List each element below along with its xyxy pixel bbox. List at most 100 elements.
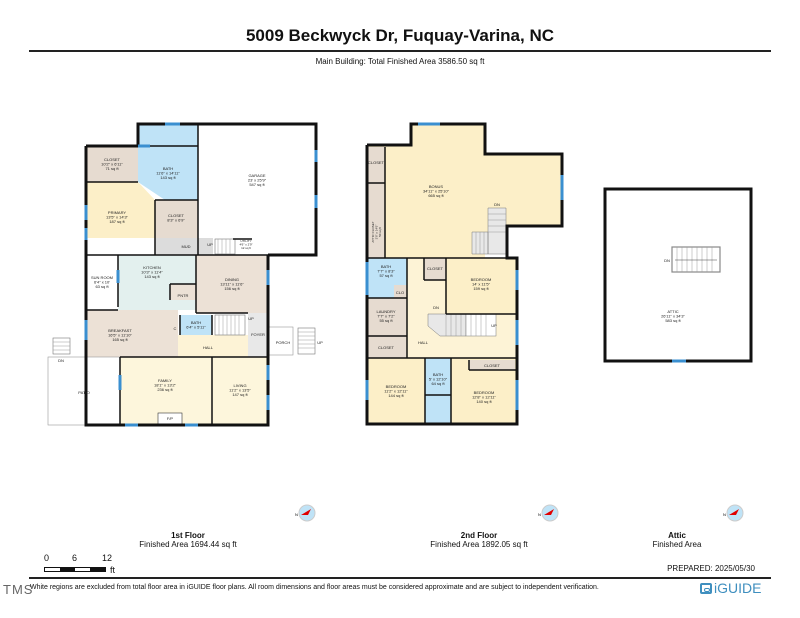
scale-tick: 0	[44, 553, 50, 563]
label-foyer: FOYER	[251, 332, 265, 337]
label-closet-b: CLOSET	[427, 266, 444, 271]
svg-text:N: N	[295, 512, 298, 517]
scale-tick: 12	[102, 553, 113, 563]
prepared-date: PREPARED: 2025/05/30	[667, 564, 755, 573]
room-dining	[196, 255, 268, 313]
floor-name: Attic	[668, 531, 686, 540]
floor-label-1st: 1st Floor Finished Area 1694.44 sq ft	[88, 531, 288, 549]
room-garage	[198, 124, 316, 255]
label-hall-2: HALL	[418, 340, 429, 345]
stair-label: DN	[58, 358, 64, 363]
room-bath-4	[425, 358, 451, 424]
stair-label: UP	[491, 323, 497, 328]
floor-name: 2nd Floor	[460, 531, 498, 540]
room-closet-b	[424, 258, 446, 280]
room-foyer	[248, 313, 268, 357]
floor-area: Finished Area 1892.05 sq ft	[430, 540, 528, 549]
svg-text:N: N	[723, 512, 726, 517]
watermark: TMS	[3, 582, 34, 597]
label-clo: CLO	[396, 290, 404, 295]
room-hall	[178, 335, 268, 357]
label-attic-closet: ATTIC CLOSET3'6" x 14'6"50 sq ft	[371, 221, 382, 242]
total-area-subtitle: Main Building: Total Finished Area 3586.…	[315, 57, 485, 66]
brand-name: iGUIDE	[714, 580, 762, 596]
room-bath-2	[180, 315, 212, 335]
room-bedroom-2	[367, 358, 425, 424]
room-porch	[267, 326, 294, 356]
stair-label: DN	[664, 258, 670, 263]
room-living	[212, 357, 268, 425]
floor-area: Finished Area	[652, 540, 702, 549]
label-hall: HALL	[203, 345, 214, 350]
room-kitchen	[118, 255, 196, 310]
room-closet-2	[155, 200, 198, 238]
page-title: 5009 Beckwyck Dr, Fuquay-Varina, NC	[245, 26, 555, 45]
label-closet-d: CLOSET	[484, 363, 501, 368]
room-laundry	[367, 298, 407, 336]
room-bedroom-1	[446, 258, 517, 314]
footer-divider	[29, 577, 771, 579]
scale-unit: ft	[110, 565, 116, 575]
floor-label-attic: Attic Finished Area	[577, 531, 777, 549]
disclaimer-text: White regions are excluded from total fl…	[30, 584, 599, 591]
room-closet-d	[469, 360, 515, 370]
north-compass-icon: N	[295, 504, 316, 522]
stair-label: UP	[248, 316, 254, 321]
stair-label: UP	[317, 340, 323, 345]
scale-tick: 6	[72, 553, 78, 563]
room-closet-c	[367, 336, 407, 358]
title-divider	[29, 50, 771, 52]
label-porch: PORCH	[276, 340, 291, 345]
stair-label: UP	[207, 242, 213, 247]
stair-label: DN	[494, 202, 500, 207]
room-closet-a	[367, 147, 385, 183]
label-fireplace: F/P	[167, 416, 174, 421]
stair-label: DN	[433, 305, 439, 310]
room-clo	[394, 285, 407, 298]
floor-name: 1st Floor	[171, 531, 205, 540]
room-bath-1	[138, 146, 198, 200]
svg-text:N: N	[538, 512, 541, 517]
scale-bar: 0 6 12 ft	[44, 553, 134, 575]
floor-label-2nd: 2nd Floor Finished Area 1892.05 sq ft	[379, 531, 579, 549]
label-c: C	[174, 326, 177, 331]
floor-area: Finished Area 1694.44 sq ft	[139, 540, 237, 549]
room-closet-1	[86, 146, 138, 182]
iguide-logo: iGUIDE	[700, 580, 761, 596]
label-pantry: PNTR	[178, 293, 189, 298]
north-compass-icon: N	[723, 504, 744, 522]
room-pantry	[170, 284, 196, 300]
room-sun-room	[86, 255, 118, 307]
room-attic-closet	[367, 183, 385, 258]
label-mud: MUD	[181, 244, 190, 249]
iguide-logo-icon	[700, 582, 712, 594]
label-closet-a: CLOSET	[368, 160, 385, 165]
label-patio: PATIO	[78, 390, 89, 395]
room-primary	[86, 182, 155, 238]
room-patio	[47, 356, 121, 426]
label-closet-c: CLOSET	[378, 345, 395, 350]
north-compass-icon: N	[538, 504, 559, 522]
